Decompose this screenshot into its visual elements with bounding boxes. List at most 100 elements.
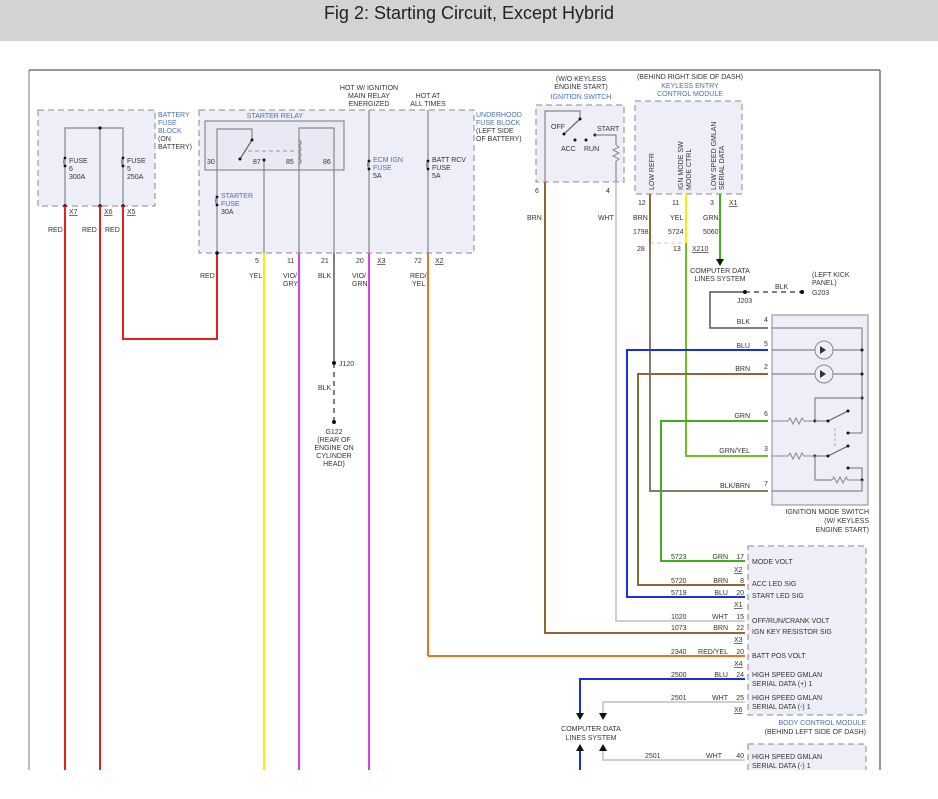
bcm-signal-2: SERIAL DATA (-) 1: [752, 704, 811, 711]
bcm-signal: HIGH SPEED GMLAN: [752, 672, 822, 679]
bcm-pin: 22: [736, 625, 744, 632]
wire-label: BRN: [735, 366, 750, 373]
wire-label: WHT: [598, 215, 615, 222]
starter-fuse-1: FUSE: [221, 201, 240, 208]
arrow-up-icon: [599, 744, 607, 751]
bcm-conn: X1: [734, 602, 743, 609]
hot-all-0: HOT AT: [416, 93, 441, 100]
conn-x6: X6: [104, 209, 113, 216]
pin-72: 72: [414, 258, 422, 265]
ims-pin: 5: [764, 341, 768, 348]
fuse5-name: FUSE: [127, 158, 146, 165]
lower-pin: 40: [736, 753, 744, 760]
wire-grn-5723: [660, 420, 768, 562]
wire-label: YEL: [670, 215, 683, 222]
pin-label-low-speed: LOW SPEED GMLAN: [711, 122, 718, 190]
ims-label-0: IGNITION MODE SWITCH: [785, 509, 869, 516]
conn-x2: X2: [435, 258, 444, 265]
bcm-conn: X4: [734, 661, 743, 668]
starter-relay-label: STARTER RELAY: [247, 113, 304, 120]
keyless-module-box: [634, 100, 743, 195]
bfb-label-2: BLOCK: [158, 128, 182, 135]
bcm-conn: X6: [734, 707, 743, 714]
batt-fuse-2: 5A: [432, 173, 441, 180]
hot-ign-2: ENERGIZED: [349, 101, 390, 108]
switch-icon: [563, 118, 581, 135]
bcm-circuit: 1073: [671, 625, 687, 632]
pin-11: 11: [287, 258, 294, 265]
relay-pin-86: 86: [323, 159, 331, 166]
bcm-signal: START LED SIG: [752, 593, 804, 600]
wire-label: GRN/YEL: [719, 448, 750, 455]
relay-pin-85: 85: [286, 159, 294, 166]
wire-label: GRN: [734, 413, 750, 420]
g203-2: G203: [812, 290, 829, 297]
wire-blu-2500: [579, 678, 745, 713]
bcm-color: BLU: [714, 672, 728, 679]
wire-label: VIO/: [283, 273, 297, 280]
bfb-label-0: BATTERY: [158, 112, 190, 119]
relay-pin-87: 87: [253, 159, 261, 166]
kecm-pin-11: 11: [672, 200, 679, 207]
kecm-label-1: CONTROL MODULE: [657, 91, 723, 98]
ignition-switch: (W/O KEYLESS ENGINE START) IGNITION SWIT…: [527, 76, 625, 222]
ims-pin: 2: [764, 364, 768, 371]
bcm-signal-2: SERIAL DATA (+) 1: [752, 681, 812, 688]
conn-x3: X3: [377, 258, 386, 265]
fuse6-num: 6: [69, 166, 73, 173]
ufb-label-0: UNDERHOOD: [476, 112, 522, 119]
bcm-circuit: 5723: [671, 554, 687, 561]
kecm-pin-3: 3: [710, 200, 714, 207]
ufb-label-2: (LEFT SIDE: [476, 128, 514, 135]
circuit-1798: 1798: [633, 229, 649, 236]
arrow-down-icon: [716, 259, 724, 266]
switch-icon: [827, 445, 849, 457]
bcm-note: (BEHIND LEFT SIDE OF DASH): [765, 729, 866, 736]
bcm-circuit: 2501: [671, 695, 687, 702]
ufb-label-1: FUSE BLOCK: [476, 120, 521, 127]
figure-title: Fig 2: Starting Circuit, Except Hybrid: [323, 3, 615, 23]
pin-label-low-refr: LOW REFR: [649, 153, 656, 190]
wire-wht-2501: [602, 701, 745, 713]
bcm-color: BRN: [713, 625, 728, 632]
switch-icon: [827, 410, 849, 422]
bcm-color: RED/YEL: [698, 649, 728, 656]
wire-label: BLK: [318, 273, 332, 280]
ign-note-0: (W/O KEYLESS: [556, 76, 607, 83]
lower-signal: HIGH SPEED GMLAN: [752, 754, 822, 761]
circuit-5060: 5060: [703, 229, 719, 236]
ims-label-2: ENGINE START): [816, 527, 869, 534]
bcm-circuit: 2500: [671, 672, 687, 679]
wire-label: BRN: [633, 215, 648, 222]
wire-label: RED: [105, 227, 120, 234]
resistor-icon: [772, 451, 815, 461]
wire-label: BRN: [527, 215, 542, 222]
batt-fuse-0: BATT RCV: [432, 157, 466, 164]
g203-wire: BLK: [775, 284, 789, 291]
bcm-label: BODY CONTROL MODULE: [778, 720, 866, 727]
wire-label: BLK/BRN: [720, 483, 750, 490]
hot-all-1: ALL TIMES: [410, 101, 446, 108]
arrow-up-icon: [576, 744, 584, 751]
g122-wire: BLK: [318, 385, 332, 392]
lower-color: WHT: [706, 753, 723, 760]
wire-label: YEL: [412, 281, 425, 288]
pin-label-ign-mode: IGN MODE SW: [678, 141, 685, 190]
bfb-label-4: BATTERY): [158, 144, 192, 151]
hot-ign-0: HOT W/ IGNITION: [340, 85, 398, 92]
pin-label-mode-ctrl: MODE CTRL: [686, 149, 693, 190]
ground-g203: J203 BLK (LEFT KICK PANEL) G203: [709, 272, 850, 329]
fuse6-name: FUSE: [69, 158, 88, 165]
wire-label: GRN: [352, 281, 368, 288]
j120-label: J120: [339, 361, 354, 368]
wire-label: RED: [82, 227, 97, 234]
wire-label: GRN: [703, 215, 719, 222]
ecm-fuse-2: 5A: [373, 173, 382, 180]
cdls-0: COMPUTER DATA: [690, 268, 750, 275]
pos-acc: ACC: [561, 146, 576, 153]
bfb-label-1: FUSE: [158, 120, 177, 127]
kecm-note: (BEHIND RIGHT SIDE OF DASH): [637, 74, 743, 81]
ign-note-1: ENGINE START): [554, 84, 607, 91]
ims-pin: 3: [764, 446, 768, 453]
splice-j120: [332, 361, 336, 365]
